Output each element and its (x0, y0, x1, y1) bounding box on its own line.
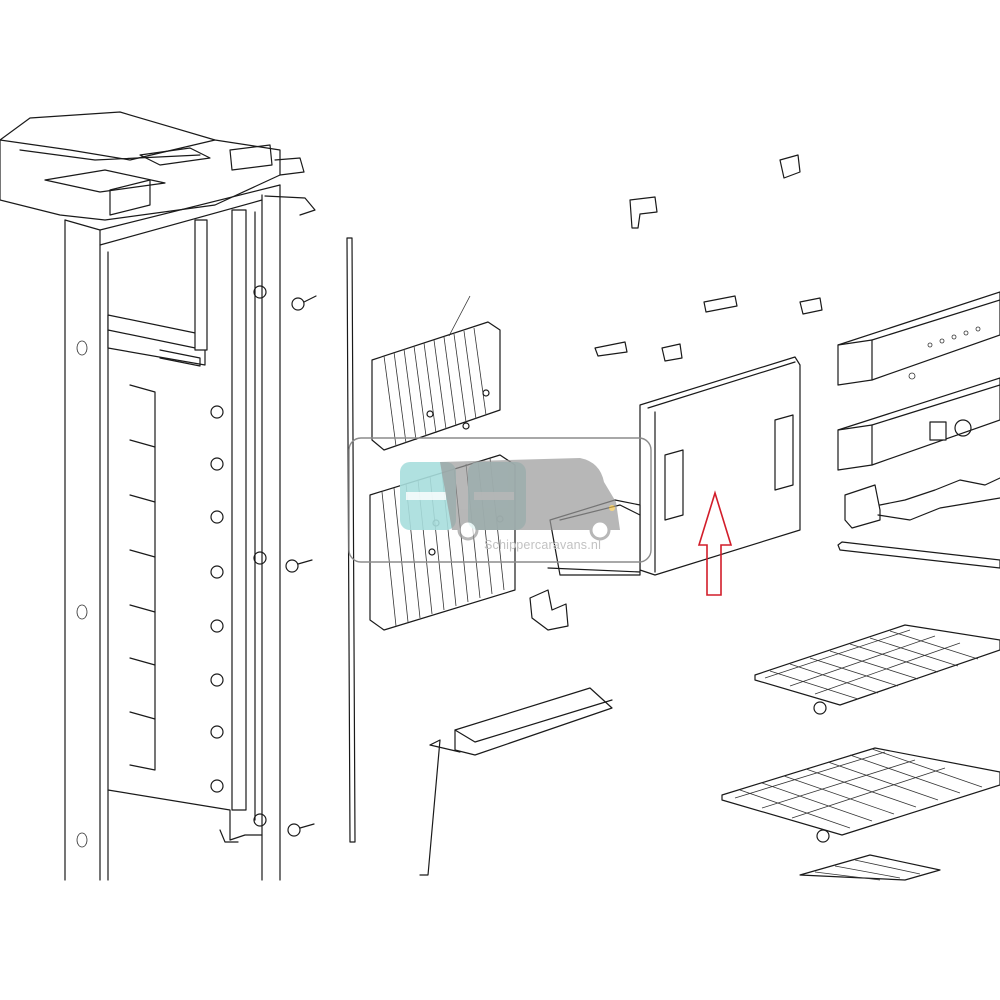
watermark: Schippercaravans.nl (348, 437, 652, 563)
wire-shelf-upper (754, 624, 1000, 715)
drip-channel (419, 687, 613, 876)
cabinet-screws (285, 295, 317, 837)
thermostat-block (844, 477, 1000, 529)
freezer-door (547, 356, 801, 576)
watermark-text: Schippercaravans.nl (484, 538, 601, 552)
wire-shelf-middle (721, 747, 1000, 843)
control-panel-lower (837, 377, 1000, 471)
watermark-camper-van (440, 458, 620, 541)
wire-shelf-lower (799, 854, 941, 881)
control-panel-upper (837, 291, 1000, 386)
door-gasket (346, 237, 356, 843)
heating-element-rod (837, 541, 1000, 569)
mounting-clips (529, 154, 823, 631)
fridge-cabinet (0, 111, 316, 881)
evaporator-upper (371, 295, 501, 451)
highlight-arrow (697, 490, 733, 596)
